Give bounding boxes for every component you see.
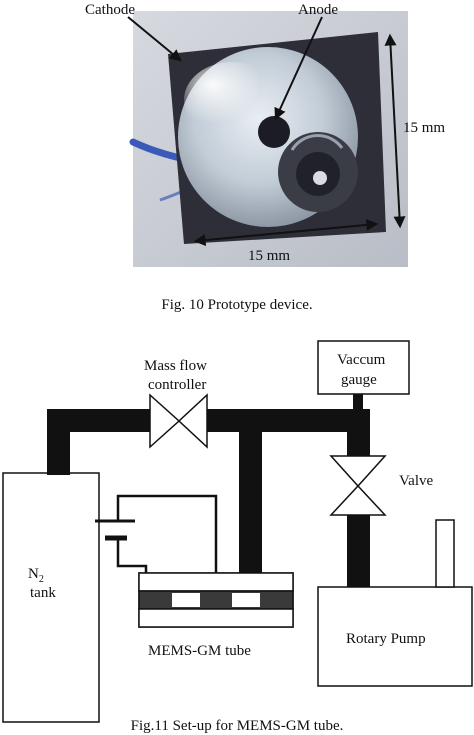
mems-gm-tube (138, 572, 294, 628)
n2-symbol: N (28, 566, 39, 582)
pump-valve-top (329, 455, 387, 488)
n2-tank (2, 472, 100, 723)
anode-arrow (274, 16, 323, 121)
tube-layer-dark (138, 590, 294, 610)
mass-flow-valve-right (177, 393, 208, 449)
vacuum-gauge-label-line1: Vaccum (337, 352, 386, 368)
mems-tube-label: MEMS-GM tube (148, 643, 251, 659)
pipe-to-tube (239, 409, 262, 575)
pipe-right-lower (347, 515, 370, 587)
figure10-caption: Fig. 10 Prototype device. (161, 297, 313, 313)
valve-label: Valve (399, 473, 433, 489)
fixture-screw (313, 171, 327, 185)
anode-dot (258, 116, 290, 148)
tube-window-left (172, 593, 200, 607)
vacuum-gauge (317, 340, 410, 395)
tube-window-right (232, 593, 260, 607)
rotary-pump-label: Rotary Pump (346, 631, 426, 647)
mass-flow-valve-left (149, 393, 181, 449)
lens-shine (184, 62, 280, 138)
pipe-main-left (47, 409, 150, 432)
tube-cap (138, 572, 294, 592)
height-arrow (384, 33, 406, 229)
width-arrow (193, 218, 379, 247)
fixture-highlight (290, 134, 344, 151)
pump-valve (329, 455, 387, 516)
pipe-main-right (207, 409, 370, 432)
n2-subscript: 2 (39, 574, 44, 585)
mass-flow-valve (149, 393, 208, 449)
vacuum-gauge-label-line2: gauge (341, 372, 377, 388)
pipe-right-upper (347, 409, 370, 456)
figure11-caption: Fig.11 Set-up for MEMS-GM tube. (130, 718, 344, 734)
pump-valve-bottom (329, 484, 387, 516)
mass-flow-label-line1: Mass flow (144, 358, 207, 374)
prototype-photo: Cathode Anode 15 mm 15 mm (85, 2, 445, 267)
wire-top (116, 494, 218, 590)
rotary-pump (317, 586, 473, 687)
anode-label: Anode (298, 2, 338, 18)
tank-label: tank (30, 585, 56, 601)
height-label: 15 mm (403, 120, 445, 136)
cathode-label: Cathode (85, 2, 135, 18)
gauge-connector (353, 394, 363, 410)
cathode-arrow (127, 16, 182, 62)
n2-tank-label: N2 (28, 566, 44, 585)
mass-flow-label-line2: controller (148, 377, 206, 393)
tube-base (138, 608, 294, 628)
pump-exhaust (435, 519, 455, 588)
setup-diagram: N2 tank Mass flow controller Vaccum gaug… (2, 340, 473, 723)
width-label: 15 mm (248, 248, 290, 264)
